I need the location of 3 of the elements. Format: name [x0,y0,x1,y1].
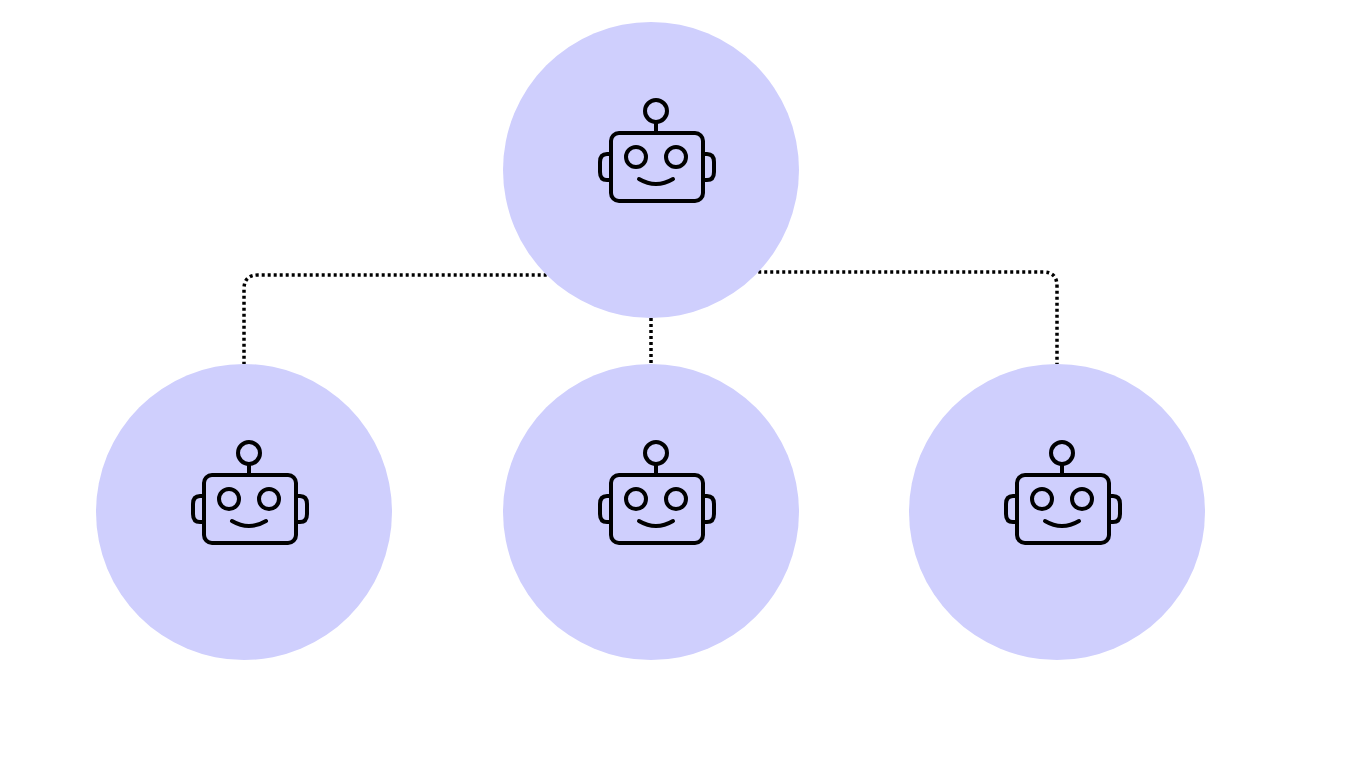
dotted-connector [758,270,1059,364]
dotted-connector [649,318,653,364]
dotted-connector [242,273,547,364]
